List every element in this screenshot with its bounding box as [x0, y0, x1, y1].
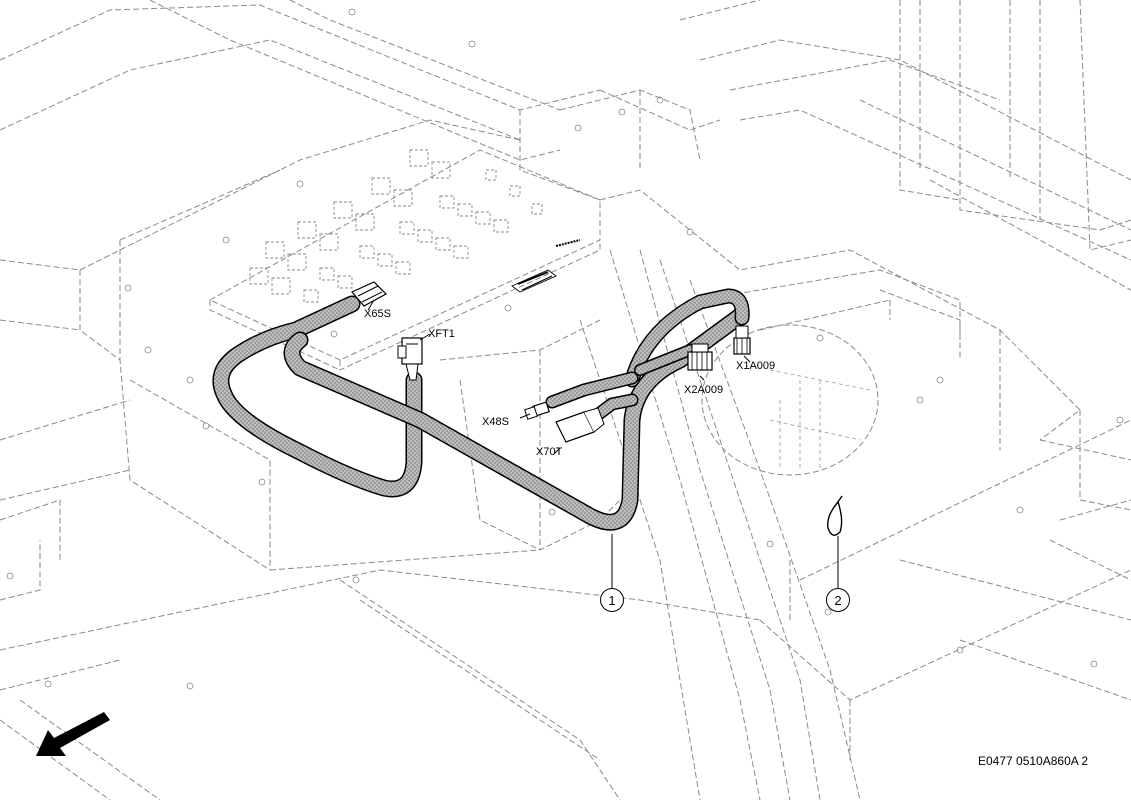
callout-2: 2: [826, 588, 850, 612]
label-x1a009: X1A009: [736, 360, 776, 372]
callout-1: 1: [600, 588, 624, 612]
document-number: E0477 0510A860A 2: [978, 754, 1089, 768]
connector-x48s: [524, 401, 550, 420]
panel-label-plate: [511, 239, 581, 293]
relay-fuse-block: [249, 149, 543, 303]
connector-x70t: [555, 407, 605, 443]
connector-x1a009: [733, 325, 751, 355]
mounting-holes: [6, 8, 1124, 690]
wire-harness: [212, 288, 750, 531]
label-xft1: XFT1: [428, 328, 455, 340]
connector-x65s: [351, 281, 387, 307]
label-x65s: X65S: [364, 308, 391, 320]
label-x48s: X48S: [482, 416, 509, 428]
connector-x2a009: [687, 343, 713, 371]
cable-tie: [827, 495, 843, 536]
label-x70t: X70T: [536, 446, 563, 458]
leader-lines: [367, 299, 839, 588]
label-x2a009: X2A009: [684, 384, 724, 396]
connector-xft1: [397, 337, 423, 381]
arrow-down-left-icon: [36, 712, 110, 756]
